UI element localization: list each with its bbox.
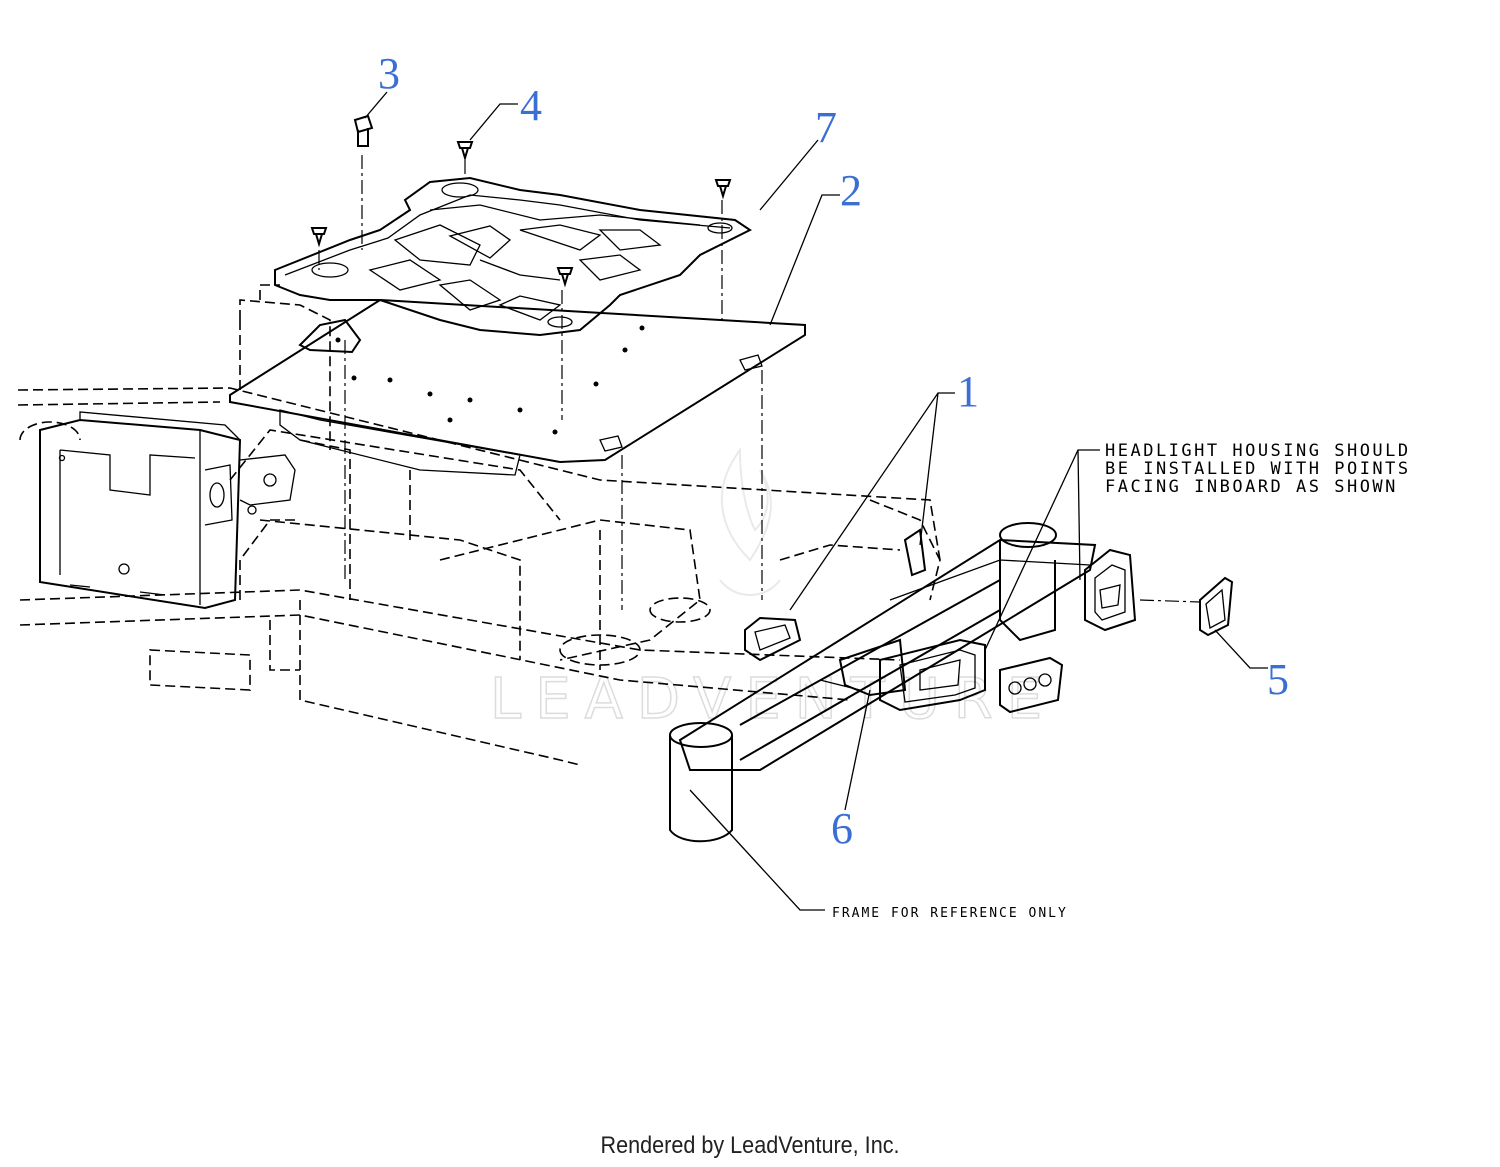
headlight-housing-left xyxy=(879,638,986,712)
headlight-part-5 xyxy=(1199,576,1234,637)
light-bracket-upper xyxy=(903,528,927,577)
seat-bracket-dashed xyxy=(239,284,351,600)
frame-reference-note: FRAME FOR REFERENCE ONLY xyxy=(832,906,1068,921)
seat-pan xyxy=(274,176,752,337)
callout-5: 5 xyxy=(1267,655,1289,704)
screw-part-4 xyxy=(456,141,474,162)
callout-7: 7 xyxy=(815,103,837,152)
callout-1: 1 xyxy=(957,367,979,416)
watermark-logo xyxy=(719,446,781,596)
watermark-text: LEADVENTURE xyxy=(490,667,1056,732)
fender-bracket xyxy=(39,411,296,610)
headlight-note-line2: BE INSTALLED WITH POINTS xyxy=(1105,459,1411,479)
plate-tab xyxy=(298,318,362,354)
footer-credit: Rendered by LeadVenture, Inc. xyxy=(600,1132,900,1159)
screw-right xyxy=(714,179,732,200)
plate-holes xyxy=(335,325,645,435)
lamp-assembly xyxy=(999,656,1064,714)
headlight-note-line1: HEADLIGHT HOUSING SHOULD xyxy=(1105,441,1411,461)
front-frame xyxy=(669,522,1097,843)
bolt-part-3 xyxy=(353,114,374,147)
headlight-housing-inner xyxy=(744,616,802,662)
callout-2: 2 xyxy=(840,166,862,215)
callout-3: 3 xyxy=(378,49,400,98)
callout-4: 4 xyxy=(520,81,542,130)
callout-labels: 3 4 7 2 1 5 6 xyxy=(378,49,1289,853)
leader-lines xyxy=(364,91,1268,911)
seat-plate xyxy=(229,298,806,476)
headlight-note: HEADLIGHT HOUSING SHOULD BE INSTALLED WI… xyxy=(1105,441,1411,497)
screw-center xyxy=(556,267,574,288)
headlight-note-line3: FACING INBOARD AS SHOWN xyxy=(1105,477,1398,497)
headlight-housing-right xyxy=(1084,548,1137,632)
assembly-lines xyxy=(318,155,1201,610)
callout-6: 6 xyxy=(831,804,853,853)
screw-left xyxy=(310,227,328,248)
